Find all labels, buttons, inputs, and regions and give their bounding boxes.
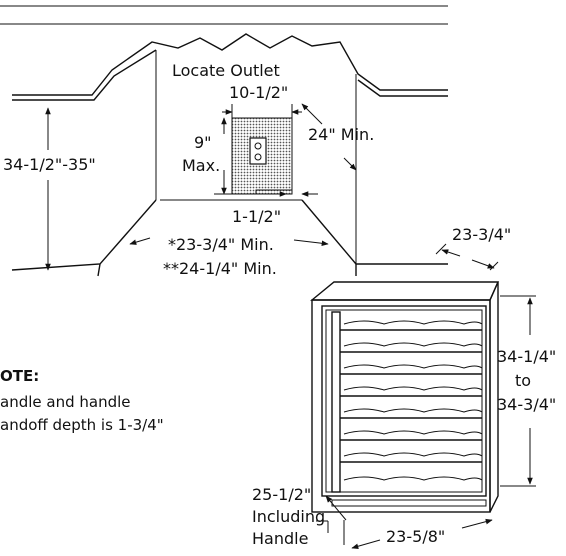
depth-min-label: 24" Min. — [308, 125, 374, 144]
kick-plate — [331, 499, 487, 507]
unit-height-min: 34-1/4" — [497, 347, 556, 366]
outlet-offset-label: 1-1/2" — [232, 207, 281, 226]
cutout-labels: Locate Outlet 10-1/2" 9" Max. 24" Min. 3… — [3, 61, 374, 278]
unit-height-to: to — [515, 371, 531, 390]
unit-height-max: 34-3/4" — [497, 395, 556, 414]
depth-incl-line-1: 25-1/2" — [252, 485, 311, 504]
cabinet-height-label: 34-1/2"-35" — [3, 155, 96, 174]
note-line-1: andle and handle — [0, 393, 131, 411]
outlet-area — [231, 117, 293, 195]
door-handle — [331, 311, 341, 493]
depth-incl-line-3: Handle — [252, 529, 308, 548]
outlet-height-value: 9" — [194, 133, 212, 152]
wine-cooler — [310, 281, 500, 513]
unit-labels: 23-3/4" 34-1/4" to 34-3/4" 25-1/2" Inclu… — [252, 225, 556, 548]
unit-dimensions — [316, 243, 536, 549]
locate-outlet-label: Locate Outlet — [172, 61, 280, 80]
unit-depth-label: 23-3/4" — [452, 225, 511, 244]
note-heading: OTE: — [0, 367, 39, 385]
cabinet-cutout — [11, 33, 448, 277]
outlet-height-max: Max. — [182, 156, 220, 175]
header-rules — [0, 5, 448, 25]
outlet-width-label: 10-1/2" — [229, 83, 288, 102]
depth-incl-line-2: Including — [252, 507, 325, 526]
wine-racks — [340, 320, 483, 481]
unit-width-label: 23-5/8" — [386, 527, 445, 546]
outlet-icon — [249, 137, 267, 165]
cutout-dimensions — [45, 103, 357, 271]
note-line-2: andoff depth is 1-3/4" — [0, 416, 164, 434]
note-block: OTE: andle and handle andoff depth is 1-… — [0, 367, 164, 434]
opening-width-primary: *23-3/4" Min. — [168, 235, 274, 254]
opening-width-secondary: **24-1/4" Min. — [163, 259, 277, 278]
